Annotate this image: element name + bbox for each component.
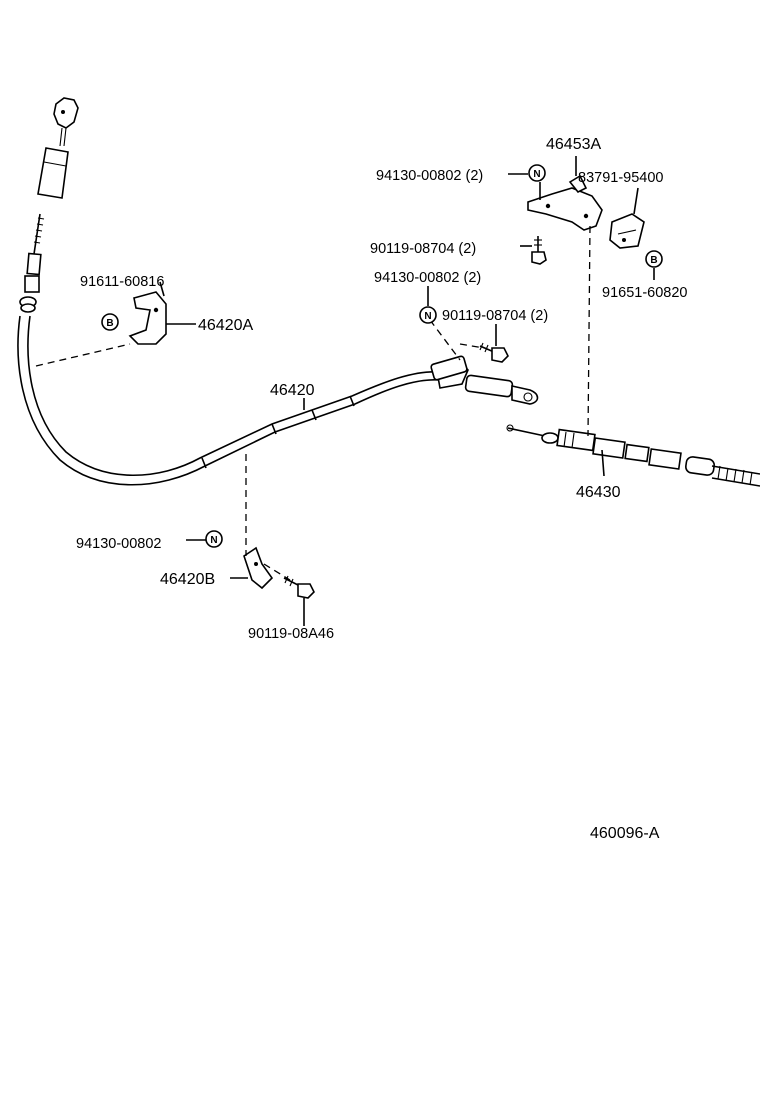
bracket-46420a (128, 291, 196, 345)
label-46420a: 46420A (198, 317, 253, 334)
drawing-number: 460096-A (590, 825, 660, 842)
bolt-bottom (283, 575, 315, 626)
label-nut-top: 94130-00802 (2) (376, 168, 483, 184)
label-46420: 46420 (270, 382, 315, 399)
svg-text:N: N (210, 535, 217, 546)
bracket-46453a (527, 156, 603, 231)
svg-text:N: N (424, 311, 431, 322)
cable-46420 (17, 315, 539, 486)
svg-text:B: B (650, 255, 657, 266)
label-46453a: 46453A (546, 136, 601, 153)
nut-badge-bottom: N (205, 530, 223, 548)
bolt-mid (479, 324, 509, 363)
label-83791: 83791-95400 (578, 170, 663, 186)
label-nut-mid: 94130-00802 (2) (374, 270, 481, 286)
label-46420b: 46420B (160, 571, 215, 588)
cable-46430 (506, 424, 760, 487)
label-91651: 91651-60820 (602, 285, 687, 301)
nut-badge-mid: N (419, 306, 437, 324)
lever-end-fitting (19, 97, 79, 313)
label-bolt-bottom: 90119-08A46 (248, 626, 334, 642)
svg-text:N: N (533, 169, 540, 180)
label-bolt-mid: 90119-08704 (2) (442, 308, 548, 324)
dashed-leaders (35, 225, 591, 581)
svg-text:B: B (106, 318, 113, 329)
bolt-badge-right: B (645, 250, 663, 268)
leader-lines (159, 173, 655, 541)
label-46430: 46430 (576, 484, 621, 501)
label-bolt-top: 90119-08704 (2) (370, 241, 476, 257)
bracket-83791 (609, 187, 645, 249)
bolt-badge-left: B (101, 313, 119, 331)
bolt-top (520, 236, 547, 265)
label-91611: 91611-60816 (80, 274, 164, 290)
bracket-46420b (230, 546, 274, 590)
label-nut-bottom: 94130-00802 (76, 536, 161, 552)
nut-badge-top: N (528, 164, 546, 182)
